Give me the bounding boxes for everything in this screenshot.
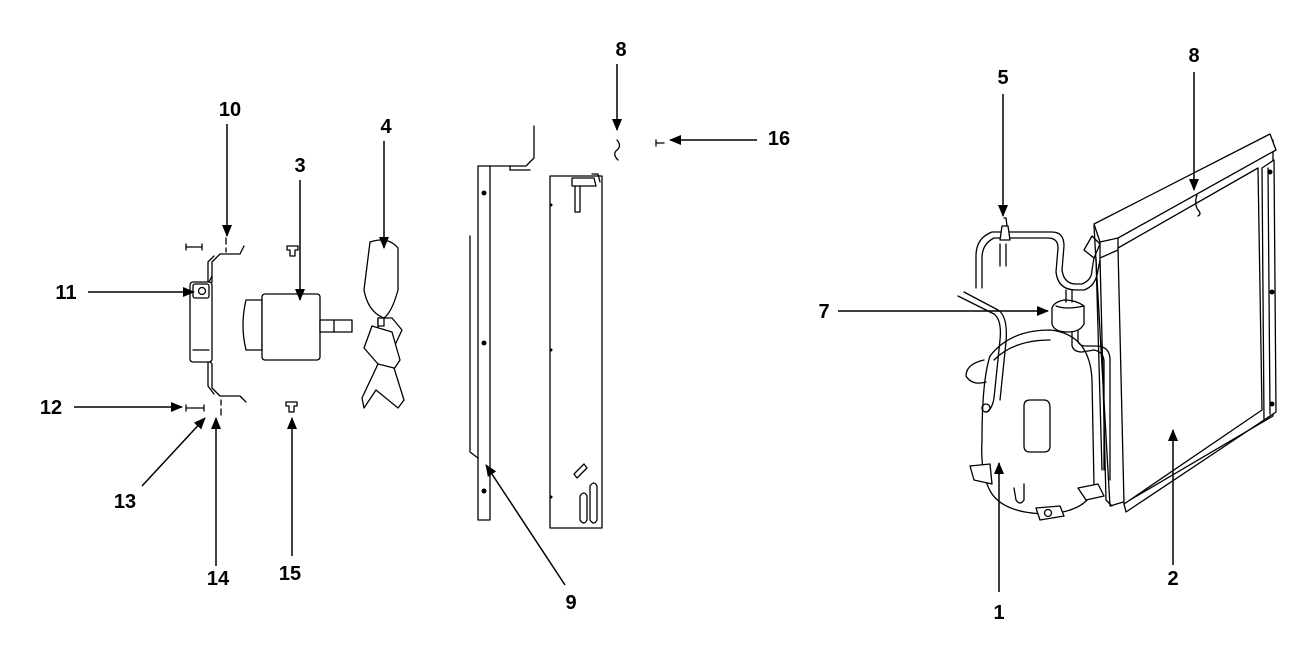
callout-1: 1 — [993, 602, 1004, 624]
callout-8-right: 8 — [1188, 45, 1199, 67]
fan-shroud — [469, 125, 535, 521]
screw-16 — [655, 139, 665, 147]
callout-14: 14 — [207, 568, 230, 590]
callout-9: 9 — [565, 592, 576, 614]
refrigerant-tubing — [975, 231, 1111, 481]
callout-7: 7 — [818, 301, 829, 323]
compressor — [957, 291, 1105, 521]
callout-15: 15 — [279, 563, 301, 585]
callout-8-middle: 8 — [615, 39, 626, 61]
callout-3: 3 — [294, 155, 305, 177]
callout-labels: 1 2 3 4 5 7 8 8 9 10 11 12 13 14 15 16 — [40, 39, 1200, 624]
callout-5: 5 — [997, 67, 1008, 89]
valve-5 — [999, 217, 1011, 241]
screws — [185, 237, 227, 416]
motor-bracket — [189, 245, 247, 403]
fan-motor — [242, 293, 353, 361]
grommets — [285, 245, 299, 413]
drier-7 — [1051, 289, 1085, 333]
callout-16: 16 — [768, 128, 790, 150]
callout-2: 2 — [1167, 568, 1178, 590]
condenser — [1083, 133, 1277, 513]
callout-11: 11 — [55, 282, 76, 304]
fan-blade — [361, 239, 405, 409]
callout-13: 13 — [114, 491, 136, 513]
callout-4: 4 — [380, 116, 392, 138]
side-panel — [549, 173, 603, 529]
callout-12: 12 — [40, 397, 62, 419]
hair-pin-8 — [614, 139, 621, 161]
callout-10: 10 — [219, 99, 241, 121]
leader-arrows — [74, 64, 1199, 592]
